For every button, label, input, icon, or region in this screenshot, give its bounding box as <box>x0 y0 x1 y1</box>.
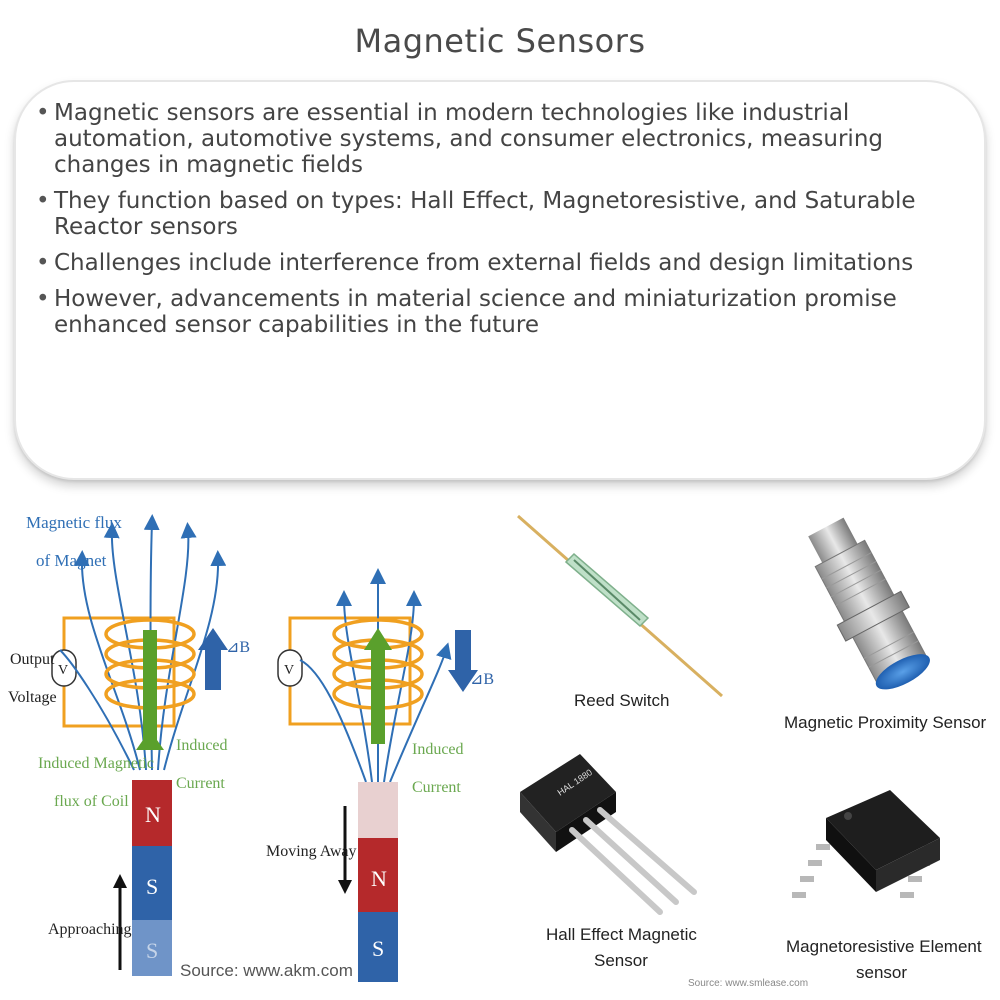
reed-switch-image <box>517 514 723 698</box>
magnet-south <box>358 912 398 982</box>
hall-sensor-image: HAL 1880 <box>520 754 697 915</box>
approaching-diagram: Magnetic flux of Magnet V Output Voltage <box>8 513 353 980</box>
pole-label: S <box>146 938 158 963</box>
magnet-north <box>358 838 398 912</box>
output-label: Output <box>10 651 55 668</box>
delta-b-label: ⊿B <box>226 639 250 656</box>
induced-field-arrow <box>364 628 392 650</box>
output-label: Voltage <box>8 689 57 706</box>
approaching-label: Approaching <box>48 921 132 938</box>
delta-b-label: ⊿B <box>470 671 494 688</box>
source-label: Source: www.akm.com <box>180 961 353 980</box>
induced-field-arrow <box>136 730 164 750</box>
flux-label: Magnetic flux <box>26 513 122 532</box>
voltmeter-icon <box>51 649 77 687</box>
delta-b-arrow <box>448 630 478 692</box>
moving-away-label: Moving Away <box>266 843 357 860</box>
bullet-item: Challenges include interference from ext… <box>36 250 966 276</box>
figure-svg: Magnetic flux of Magnet V Output Voltage <box>8 513 987 989</box>
induced-current-label: Induced <box>412 741 464 758</box>
bullet-item: They function based on types: Hall Effec… <box>36 188 966 240</box>
magnet-north <box>132 780 172 846</box>
source-label: Source: www.smlease.com <box>688 978 808 989</box>
induced-current-label: Current <box>176 775 225 792</box>
hall-sensor-caption: Hall Effect Magnetic <box>546 925 697 944</box>
reed-switch-caption: Reed Switch <box>574 691 669 710</box>
hall-sensor-caption: Sensor <box>594 951 648 970</box>
circuit-wire <box>62 616 176 728</box>
voltmeter-label: V <box>284 663 294 678</box>
bullet-item: Magnetic sensors are essential in modern… <box>36 100 966 178</box>
flux-lines <box>59 514 227 771</box>
figure-area: Magnetic flux of Magnet V Output Voltage <box>0 500 1000 1000</box>
flux-label: of Magnet <box>36 551 107 570</box>
proximity-sensor-image <box>808 517 930 690</box>
moving-away-diagram: V ⊿B Induced Current N S Moving Away <box>266 568 494 982</box>
bullet-list: Magnetic sensors are essential in modern… <box>36 100 966 348</box>
induced-field-arrow <box>143 630 157 740</box>
voltmeter-icon <box>277 649 303 687</box>
induced-current-label: Induced <box>176 737 228 754</box>
pole-label: S <box>146 874 158 899</box>
page-title: Magnetic Sensors <box>354 22 646 60</box>
induced-flux-label: Induced Magnetic <box>38 755 154 772</box>
mr-sensor-image <box>792 790 940 898</box>
magnet-north <box>358 782 398 838</box>
voltmeter-label: V <box>58 663 68 678</box>
proximity-sensor-caption: Magnetic Proximity Sensor <box>784 713 987 732</box>
magnet-south <box>132 846 172 920</box>
magnet-south <box>132 920 172 976</box>
delta-b-arrow <box>198 628 228 690</box>
induced-flux-label: flux of Coil <box>54 793 129 810</box>
induced-field-arrow <box>371 648 385 744</box>
pole-label: S <box>372 936 384 961</box>
bullet-item: However, advancements in material scienc… <box>36 286 966 338</box>
pole-label: N <box>145 802 161 827</box>
pole-label: N <box>371 866 387 891</box>
mr-sensor-caption: Magnetoresistive Element <box>786 937 982 956</box>
mr-sensor-caption: sensor <box>856 963 907 982</box>
motion-arrow <box>113 874 127 888</box>
motion-arrow <box>338 880 352 894</box>
induced-current-label: Current <box>412 779 461 796</box>
